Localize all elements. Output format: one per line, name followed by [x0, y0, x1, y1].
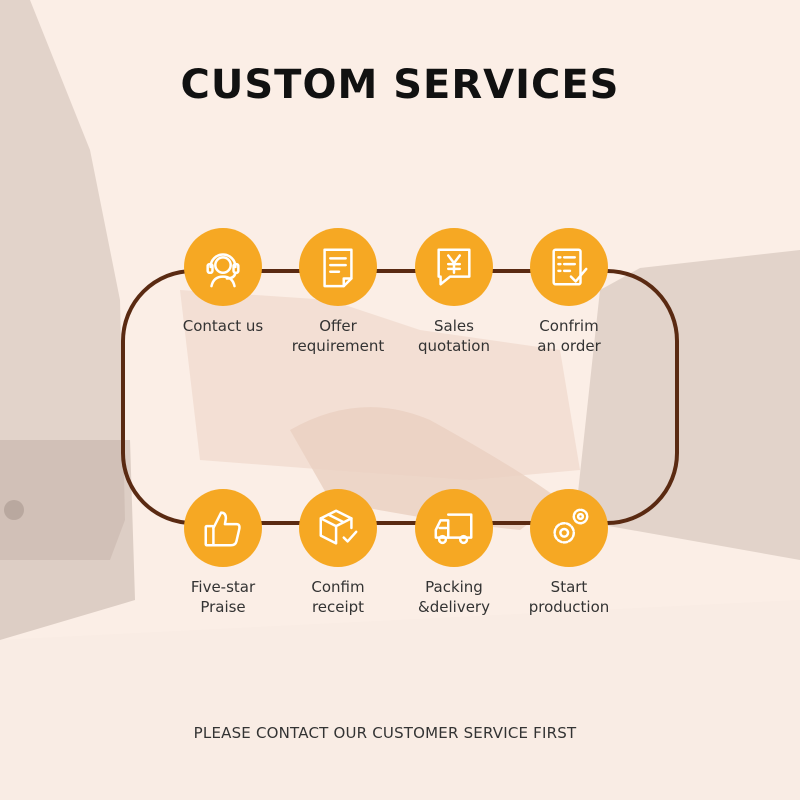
footer-note: PLEASE CONTACT OUR CUSTOMER SERVICE FIRS… — [193, 724, 577, 742]
step-confirm-receipt: Confim receipt — [278, 489, 398, 617]
step-label: Confim receipt — [311, 578, 365, 616]
step-circle — [415, 489, 493, 567]
truck-icon — [434, 513, 473, 545]
step-offer-requirement: Offer requirement — [278, 228, 398, 356]
step-sales-quotation: Sales quotation — [394, 228, 514, 356]
step-circle — [184, 489, 262, 567]
step-circle — [184, 228, 262, 306]
step-circle — [299, 228, 377, 306]
yen-chat-icon — [437, 248, 471, 286]
document-icon — [323, 248, 353, 288]
step-contact-us: Contact us — [163, 228, 283, 336]
headset-icon — [206, 253, 240, 288]
gears-icon — [553, 508, 589, 544]
step-circle — [530, 489, 608, 567]
step-label: Confrim an order — [537, 317, 601, 355]
step-packing-delivery: Packing &delivery — [394, 489, 514, 617]
checklist-icon — [552, 248, 588, 286]
box-check-icon — [319, 509, 358, 545]
step-five-star-praise: Five-star Praise — [163, 489, 283, 617]
step-circle — [530, 228, 608, 306]
process-loop-line — [121, 269, 679, 525]
step-circle — [299, 489, 377, 567]
step-label: Sales quotation — [417, 317, 490, 355]
step-label: Contact us — [182, 317, 264, 335]
step-label: Five-star Praise — [190, 578, 256, 616]
page-title: CUSTOM SERVICES — [180, 62, 620, 108]
step-circle — [415, 228, 493, 306]
step-label: Offer requirement — [291, 317, 385, 355]
step-confirm-order: Confrim an order — [509, 228, 629, 356]
step-label: Packing &delivery — [418, 578, 490, 616]
thumbs-up-icon — [204, 511, 241, 547]
step-label: Start production — [528, 578, 610, 616]
step-start-production: Start production — [509, 489, 629, 617]
